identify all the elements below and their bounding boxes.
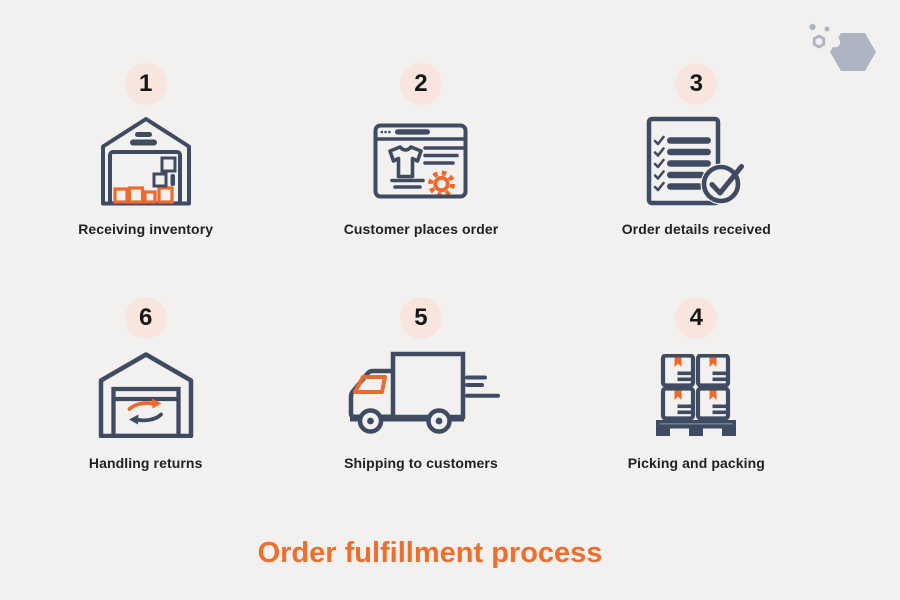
step-label: Receiving inventory [78,221,214,237]
step-number-badge: 4 [675,297,718,339]
step-label: Customer places order [343,221,499,237]
order-checklist-icon [646,112,746,210]
step-number: 5 [414,304,428,331]
step-5-shipping-to-customers: 5 Shipping to customers [342,297,500,471]
online-store-browser-icon [373,112,468,210]
step-3-order-details-received: 3 [622,63,771,237]
step-label: Picking and packing [627,455,765,471]
step-4-picking-and-packing: 4 [628,297,765,471]
step-number-badge: 1 [124,63,167,105]
steps-row-top: 1 Receiving inventory [8,63,834,237]
step-number-badge: 3 [675,63,718,105]
page-title: Order fulfillment process [257,537,603,569]
steps-row-bottom: 6 Handling returns 5 [8,297,834,471]
step-number: 6 [138,304,153,331]
step-number: 1 [138,70,153,97]
hexagon-logo [809,23,876,71]
step-1-receiving-inventory: 1 Receiving inventory [78,63,213,237]
step-label: Handling returns [88,455,203,471]
step-number-badge: 6 [124,297,167,339]
step-number-badge: 5 [399,297,442,339]
step-label: Order details received [621,221,771,237]
returns-warehouse-icon [98,346,194,444]
step-number: 3 [689,70,703,97]
step-number-badge: 2 [399,63,442,105]
boxes-pallet-icon [656,346,737,444]
step-2-customer-places-order: 2 [344,63,499,237]
step-number: 4 [689,304,703,331]
step-label: Shipping to customers [344,455,498,471]
step-number: 2 [414,70,428,97]
warehouse-receiving-icon [100,112,192,210]
delivery-truck-icon [342,346,500,444]
step-6-handling-returns: 6 Handling returns [89,297,203,471]
